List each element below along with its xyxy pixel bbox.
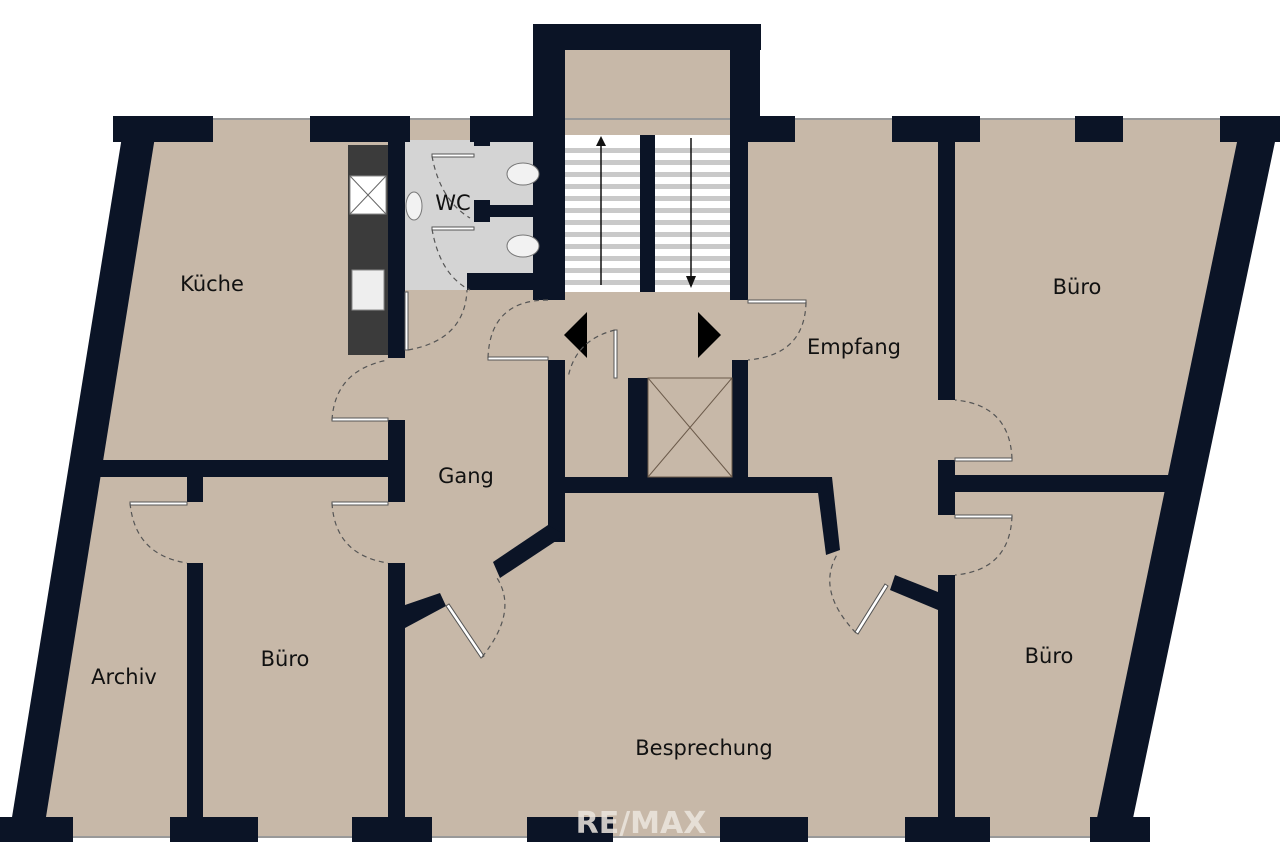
stair-step	[655, 196, 730, 201]
stair-step	[565, 220, 640, 225]
stair-step	[655, 160, 730, 165]
stair-step	[565, 208, 640, 213]
sink-icon	[351, 269, 385, 311]
staircase	[565, 135, 730, 292]
stair-step	[655, 268, 730, 273]
stair-step	[655, 256, 730, 261]
stair-step	[655, 220, 730, 225]
toilet-icon	[506, 234, 540, 258]
stair-step	[655, 148, 730, 153]
stair-step	[655, 172, 730, 177]
stair-step	[565, 196, 640, 201]
entrance-arrow-right-icon	[698, 312, 721, 358]
room-label-buero: Büro	[261, 647, 310, 671]
stair-step	[565, 280, 640, 285]
stair-step	[565, 232, 640, 237]
remax-logo-watermark: RE/MAX	[576, 806, 707, 841]
stair-step	[565, 160, 640, 165]
stair-step	[565, 244, 640, 249]
stair-up-arrow-icon	[596, 136, 606, 146]
walls	[0, 24, 1280, 842]
stair-step	[655, 232, 730, 237]
stair-step	[565, 172, 640, 177]
stair-step	[565, 256, 640, 261]
stove-icon	[349, 175, 387, 215]
entrance-arrow-left-icon	[564, 312, 587, 358]
doors	[129, 153, 1013, 659]
stair-step	[565, 184, 640, 189]
room-label-kueche: Küche	[180, 272, 244, 296]
washbasin-icon	[405, 191, 423, 221]
stair-step	[655, 184, 730, 189]
stair-tower-floor	[560, 45, 735, 125]
stair-down-arrow-icon	[686, 276, 696, 288]
room-label-buero: Büro	[1025, 644, 1074, 668]
stair-step	[565, 268, 640, 273]
room-label-wc: WC	[435, 191, 470, 215]
room-label-besprechung: Besprechung	[635, 736, 773, 760]
room-label-archiv: Archiv	[91, 665, 157, 689]
stair-step	[655, 244, 730, 249]
room-label-gang: Gang	[438, 464, 494, 488]
toilet-icon	[506, 162, 540, 186]
room-label-buero: Büro	[1053, 275, 1102, 299]
elevator-shaft-icon	[647, 377, 733, 478]
stair-step	[655, 208, 730, 213]
room-label-empfang: Empfang	[807, 335, 901, 359]
stair-step	[565, 148, 640, 153]
